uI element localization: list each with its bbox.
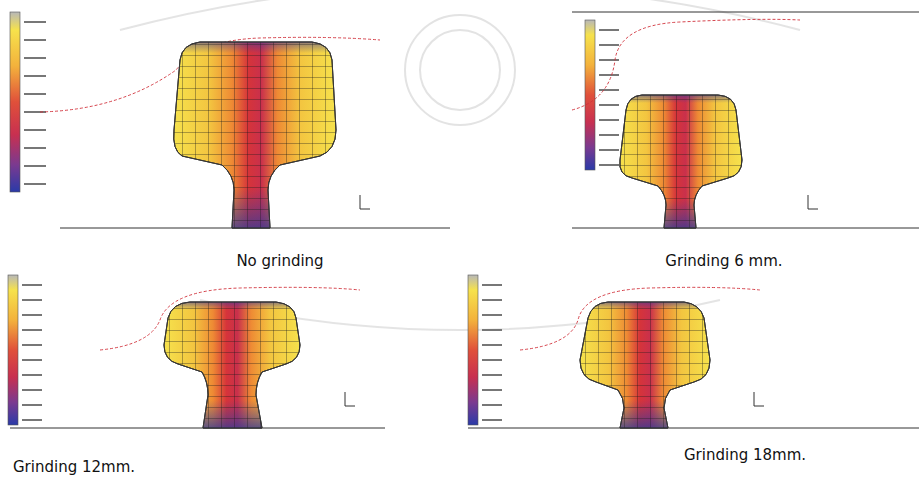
panel-caption: Grinding 6 mm.: [663, 252, 784, 270]
panel-caption: Grinding 12mm.: [11, 458, 137, 476]
panel-caption: No grinding: [234, 252, 325, 270]
scale-ticks: [22, 22, 619, 420]
color-scale-bar: [8, 12, 595, 425]
original-profile-outline: [40, 19, 800, 350]
panel-caption: Grinding 18mm.: [682, 446, 808, 464]
watermark-seal: [120, 0, 800, 330]
panel-frame: [10, 12, 919, 428]
rail-section: [164, 42, 742, 428]
axis-triad: [345, 195, 818, 406]
